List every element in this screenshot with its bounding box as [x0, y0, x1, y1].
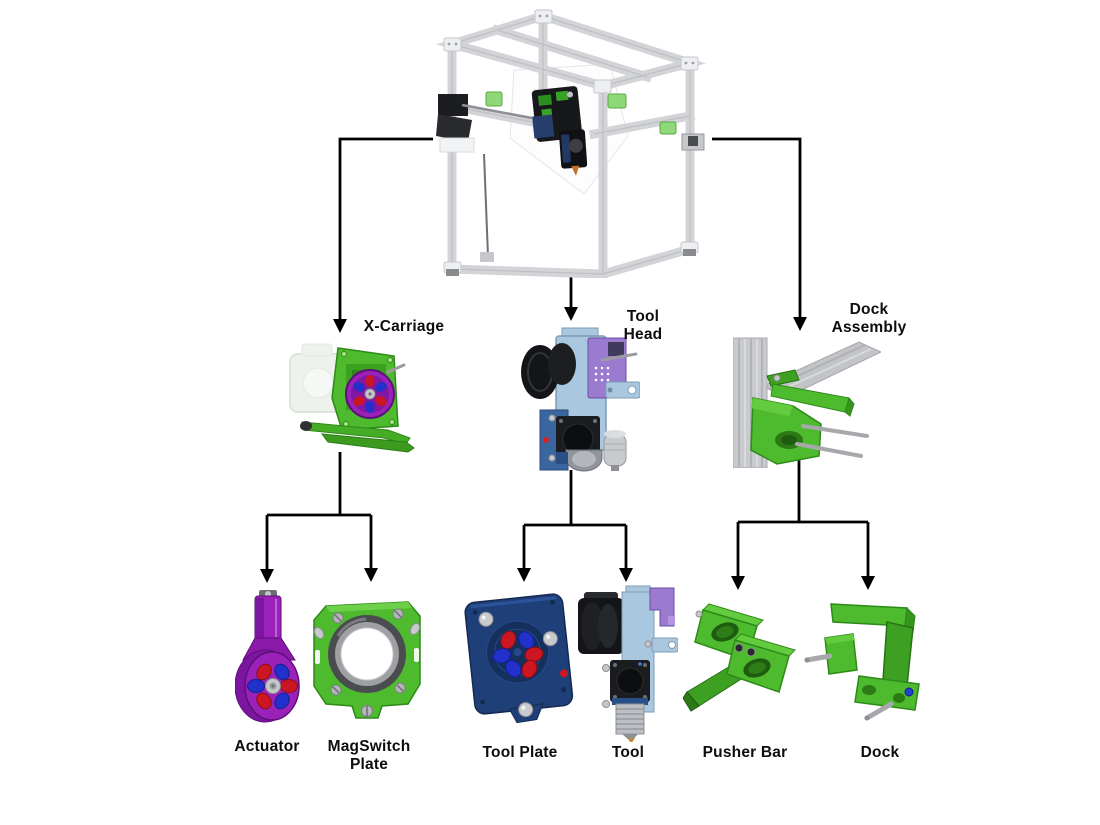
- label-x-carriage: X-Carriage: [363, 318, 445, 335]
- arrow-printer-to-dock-assembly: [712, 137, 807, 331]
- dock-icon: [804, 603, 920, 721]
- label-actuator: Actuator: [234, 738, 300, 755]
- pusher-bar-icon: [683, 603, 796, 712]
- dock-assembly-icon: [733, 337, 881, 468]
- dock-illustration: [803, 598, 927, 722]
- printer-frame-icon: [435, 9, 707, 278]
- label-tool-plate: Tool Plate: [482, 744, 558, 761]
- magswitch-plate-illustration: [308, 594, 426, 724]
- dock-assembly-illustration: [733, 332, 881, 468]
- printer-frame-assembly-illustration: [432, 6, 712, 278]
- label-tool: Tool: [611, 744, 645, 761]
- label-tool-head: Tool Head: [623, 308, 663, 343]
- label-magswitch-plate: MagSwitch Plate: [327, 738, 411, 773]
- pusher-bar-illustration: [683, 598, 801, 722]
- x-carriage-icon: [289, 343, 415, 453]
- actuator-illustration: [235, 590, 301, 725]
- tool-plate-illustration: [460, 586, 578, 726]
- tool-head-illustration: [512, 326, 640, 472]
- tool-icon: [578, 585, 678, 742]
- x-carriage-illustration: [288, 338, 418, 453]
- actuator-icon: [235, 590, 300, 723]
- arrow-printer-to-x-carriage: [333, 137, 433, 333]
- tool-plate-icon: [464, 593, 574, 724]
- label-dock: Dock: [860, 744, 900, 761]
- label-dock-assembly: Dock Assembly: [831, 301, 907, 336]
- tool-illustration: [578, 584, 678, 742]
- magswitch-plate-icon: [313, 601, 421, 719]
- tool-head-icon: [521, 327, 640, 472]
- label-pusher-bar: Pusher Bar: [702, 744, 788, 761]
